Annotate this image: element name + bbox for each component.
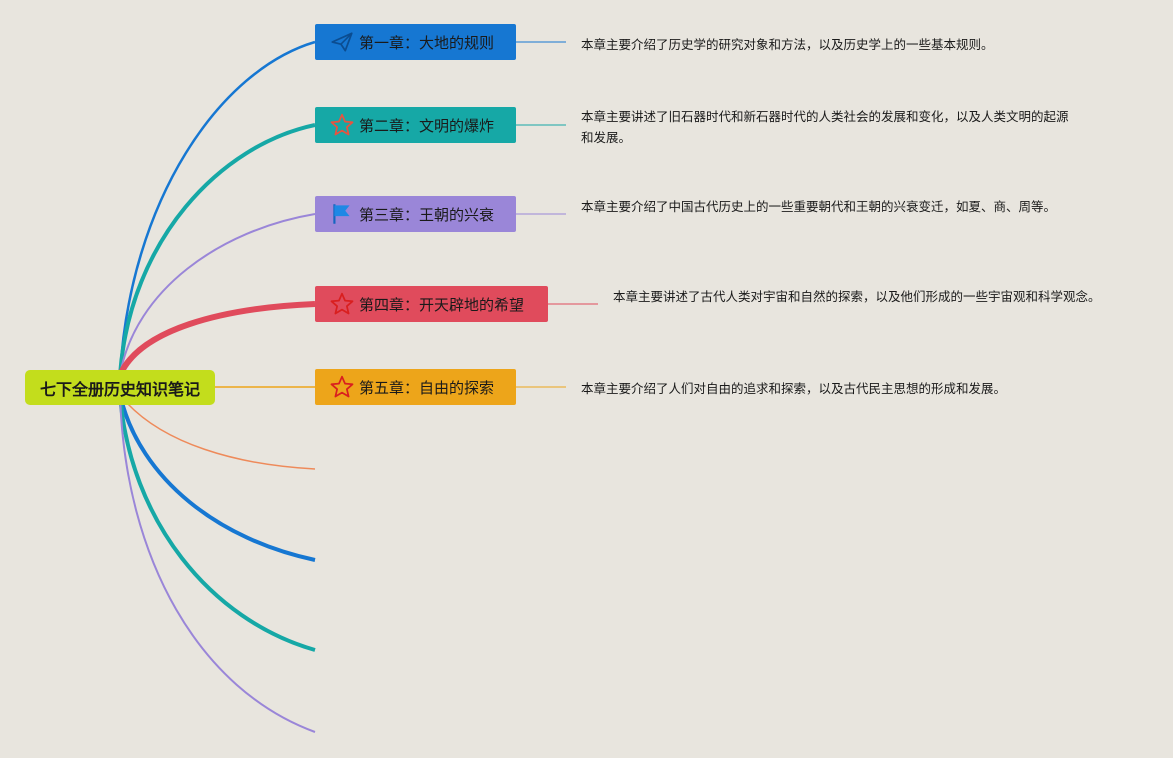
paper-plane-icon (331, 32, 353, 52)
chapter-1-node[interactable]: 第一章：大地的规则 (315, 24, 516, 60)
root-topic[interactable]: 七下全册历史知识笔记 (25, 370, 215, 405)
branch-line-2 (118, 123, 316, 376)
chapter-5-node[interactable]: 第五章：自由的探索 (315, 369, 516, 405)
chapter-1-description: 本章主要介绍了历史学的研究对象和方法，以及历史学上的一些基本规则。 (581, 37, 994, 52)
star-outline-icon (330, 113, 354, 136)
branch-line-9 (119, 394, 316, 733)
chapter-3-label: 第三章：王朝的兴衰 (359, 205, 495, 224)
chapter-4-node[interactable]: 第四章：开天辟地的希望 (315, 286, 548, 322)
branch-line-8 (118, 394, 316, 652)
chapter-1-label: 第一章：大地的规则 (359, 33, 495, 52)
root-label: 七下全册历史知识笔记 (39, 379, 200, 399)
chapter-2-node[interactable]: 第二章：文明的爆炸 (315, 107, 516, 143)
chapter-3-description: 本章主要介绍了中国古代历史上的一些重要朝代和王朝的兴衰变迁，如夏、商、周等。 (581, 199, 1057, 214)
chapter-4-label: 第四章：开天辟地的希望 (359, 295, 525, 314)
branch-line-3 (119, 213, 316, 376)
star-outline-icon (330, 375, 354, 398)
chapter-2-description: 本章主要讲述了旧石器时代和新石器时代的人类社会的发展和变化，以及人类文明的起源和… (581, 109, 1069, 145)
chapter-2-label: 第二章：文明的爆炸 (359, 116, 495, 135)
chapter-3-node[interactable]: 第三章：王朝的兴衰 (315, 196, 516, 232)
chapter-5-label: 第五章：自由的探索 (359, 378, 495, 397)
chapter-5-description: 本章主要介绍了人们对自由的追求和探索，以及古代民主思想的形成和发展。 (581, 381, 1007, 396)
chapter-4-description: 本章主要讲述了古代人类对宇宙和自然的探索，以及他们形成的一些宇宙观和科学观念。 (613, 289, 1101, 304)
branch-line-7 (118, 394, 316, 562)
branch-line-4 (117, 301, 316, 377)
flag-icon (333, 204, 350, 224)
star-outline-icon (330, 292, 354, 315)
branch-line-6 (119, 394, 316, 470)
branch-line-1 (118, 40, 316, 376)
